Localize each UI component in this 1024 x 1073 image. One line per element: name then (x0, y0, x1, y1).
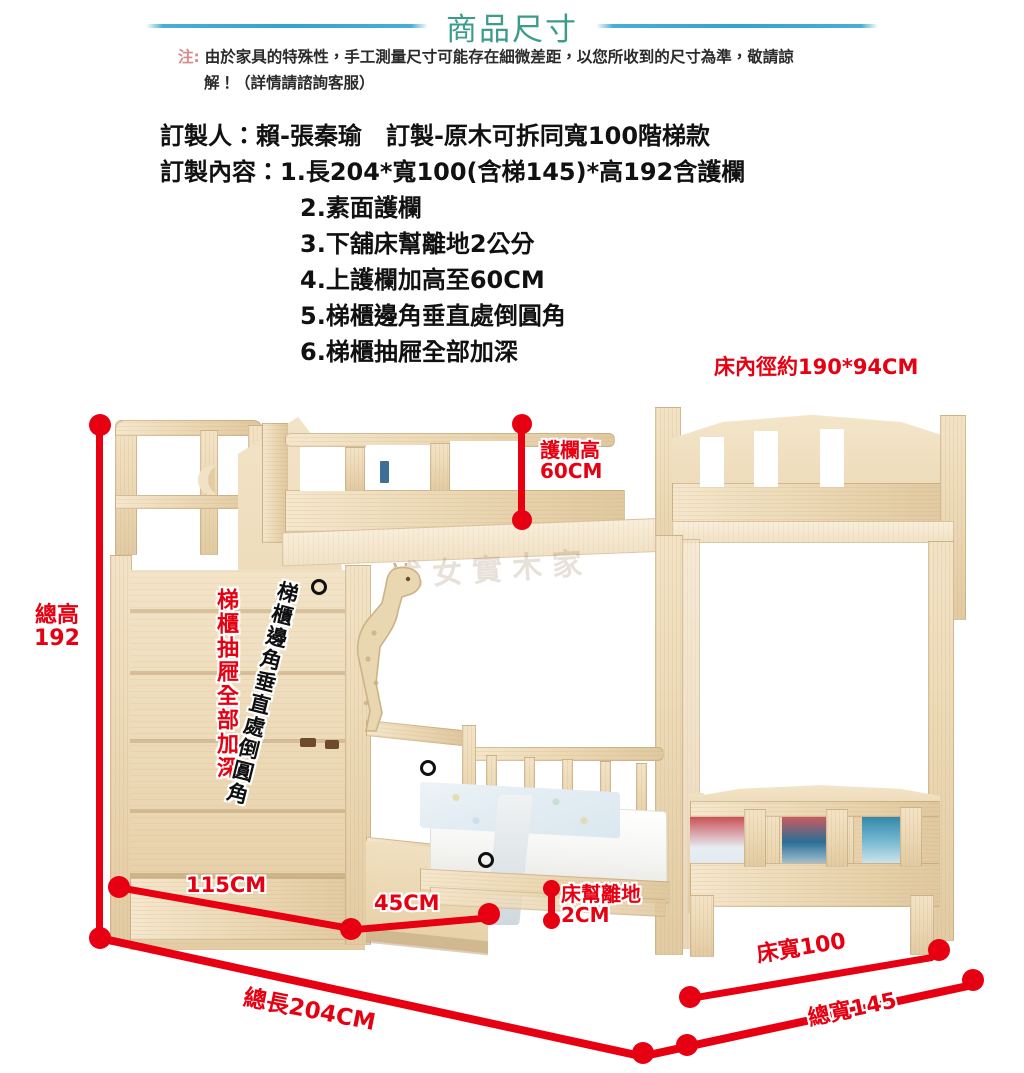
spec-item-5: 5.梯櫃邊角垂直處倒圓角 (300, 302, 566, 330)
bed-clearance-dot-bottom (543, 912, 560, 929)
spec-item-6: 6.梯櫃抽屜全部加深 (300, 338, 518, 366)
lower-right-bottom-band (690, 863, 940, 907)
lower-right-leg-near (690, 895, 714, 957)
bunk-bed-photo: 式女實木家 (0, 395, 1024, 995)
bed-width-dot-right (928, 939, 950, 961)
spec-customer-line: 訂製人：賴-張秦瑜 訂製-原木可拆同寬100階梯款 (160, 122, 711, 150)
annotation-total-height-label: 總高 192 (34, 604, 80, 650)
lower-right-leg-far (910, 895, 934, 955)
stair-foot-b (325, 740, 339, 749)
spec-item-2: 2.素面護欄 (300, 194, 422, 222)
upper-right-window-2 (754, 431, 778, 487)
cabinet-seam-3 (130, 739, 365, 743)
annotation-stair-depth: 45CM (374, 891, 440, 915)
corner-callout-ring-2 (420, 760, 436, 776)
cabinet-seam-5 (130, 873, 365, 878)
bed-width-dot-left (679, 986, 701, 1008)
total-height-line (96, 424, 103, 939)
measurement-note: 注:由於家具的特殊性，手工測量尺寸可能存在細微差距，以您所收到的尺寸為準，敬請諒… (178, 44, 878, 96)
total-width-dot-left (676, 1034, 698, 1056)
moon-cutout-icon (198, 465, 215, 495)
bed-clearance-line (548, 888, 555, 920)
custom-order-spec: 訂製人：賴-張秦瑜 訂製-原木可拆同寬100階梯款 訂製內容：1.長204*寬1… (160, 118, 940, 370)
window-bedding-3 (862, 813, 904, 871)
upper-left-window-a (140, 445, 196, 497)
annotation-total-width: 總寬145 (805, 988, 899, 1032)
rail-height-dot-bottom (512, 510, 532, 530)
upper-right-post-far (940, 415, 966, 620)
corner-callout-ring-1 (311, 579, 327, 595)
section-header: 商品尺寸 (0, 6, 1024, 48)
corner-callout-ring-3 (478, 852, 494, 868)
annotation-stair-width: 115CM (186, 873, 267, 897)
total-width-dot-right (962, 969, 984, 991)
annotation-drawer-deepened: 梯櫃抽屜全部加深 (213, 588, 238, 780)
rail-height-line-1: 護欄高 (540, 438, 600, 462)
giraffe-toy-icon (356, 563, 422, 732)
stair-foot-a (300, 738, 316, 747)
cabinet-seam-1 (130, 609, 365, 613)
spec-content-line: 訂製內容：1.長204*寬100(含梯145)*高192含護欄 (160, 158, 746, 186)
page-title: 商品尺寸 (446, 11, 578, 48)
cabinet-seam-2 (130, 671, 365, 675)
rail-height-line (518, 424, 525, 520)
stair-width-dot-right (340, 918, 362, 940)
guardrail-left-post (262, 423, 288, 543)
guardrail-slat-1 (345, 447, 365, 491)
bed-clearance-dot-top (543, 880, 560, 897)
bed-clearance-line-1: 床幫離地 (561, 882, 641, 906)
spec-item-4: 4.上護欄加高至60CM (300, 266, 545, 294)
stair-depth-dot-right (478, 903, 500, 925)
annotation-rail-height-label: 護欄高 60CM (540, 440, 602, 482)
total-height-line-1: 總高 (34, 603, 79, 628)
upper-left-top-rail (115, 420, 263, 436)
lower-right-mullion-3 (900, 807, 922, 867)
upper-right-window-1 (700, 437, 724, 487)
upper-left-post (115, 420, 137, 555)
guardrail-slat-2 (430, 443, 450, 491)
cabinet-seam-4 (130, 809, 365, 813)
note-lead-label: 注: (178, 48, 200, 66)
annotation-inner-bed-size: 床內徑約190*94CM (714, 355, 919, 379)
guardrail-window-2 (366, 445, 430, 490)
upper-right-window-3 (820, 429, 844, 487)
rail-height-line-2: 60CM (540, 459, 603, 483)
total-height-line-2: 192 (34, 626, 80, 652)
header-rule-left (146, 24, 428, 28)
lower-right-mullion-2 (826, 809, 848, 867)
cabinet-base-plinth (130, 878, 365, 940)
note-line-1: 由於家具的特殊性，手工測量尺寸可能存在細微差距，以您所收到的尺寸為準，敬請諒 (204, 48, 794, 66)
blue-accent-marker (380, 461, 389, 483)
lower-right-mullion-1 (744, 809, 766, 867)
total-height-dot-top (89, 414, 111, 436)
guardrail-window-3 (450, 441, 520, 490)
note-line-2: 解！（詳情請諮詢客服） (204, 74, 375, 92)
guardrail-window-1 (300, 447, 346, 491)
upper-right-deck-board (672, 521, 954, 543)
annotation-bed-clearance-label: 床幫離地 2CM (561, 884, 641, 926)
header-rule-right (596, 24, 878, 28)
stair-width-dot-left (108, 876, 130, 898)
rail-height-dot-top (512, 414, 532, 434)
bed-clearance-line-2: 2CM (561, 903, 610, 927)
spec-item-3: 3.下舖床幫離地2公分 (300, 230, 535, 258)
